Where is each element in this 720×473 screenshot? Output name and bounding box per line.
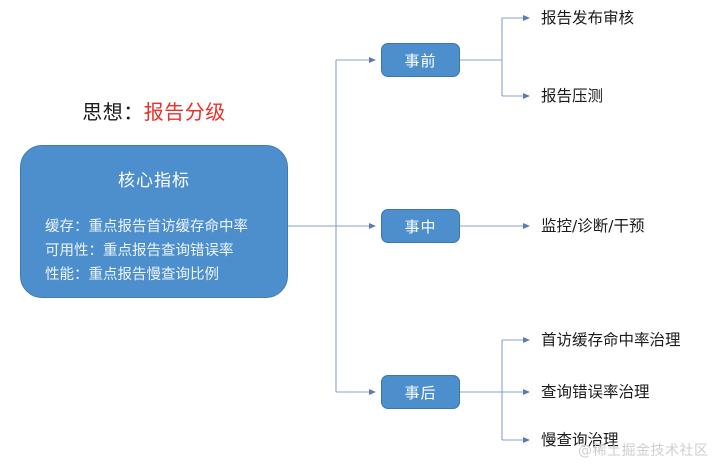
leaf-label: 慢查询治理 bbox=[541, 431, 619, 449]
heading-label: 思想： bbox=[82, 100, 144, 124]
core-metrics-title: 核心指标 bbox=[118, 171, 190, 191]
heading-value: 报告分级 bbox=[143, 100, 226, 124]
stage-node-during[interactable]: 事中 bbox=[381, 209, 460, 243]
leaf-label: 监控/诊断/干预 bbox=[541, 217, 645, 235]
diagram-heading: 思想：报告分级 bbox=[20, 99, 288, 125]
core-metrics-line: 性能：重点报告慢查询比例 bbox=[45, 267, 219, 283]
stage-node-after[interactable]: 事后 bbox=[381, 375, 460, 409]
core-metrics-line: 可用性：重点报告查询错误率 bbox=[45, 243, 234, 259]
core-metrics-list: 缓存：重点报告首访缓存命中率 可用性：重点报告查询错误率 性能：重点报告慢查询比… bbox=[33, 215, 283, 287]
core-metrics-line: 缓存：重点报告首访缓存命中率 bbox=[45, 219, 248, 235]
core-metrics-card[interactable]: 核心指标 缓存：重点报告首访缓存命中率 可用性：重点报告查询错误率 性能：重点报… bbox=[20, 145, 288, 298]
stage-node-before[interactable]: 事前 bbox=[381, 43, 460, 77]
leaf-label: 报告压测 bbox=[541, 87, 604, 105]
watermark: @稀土掘金技术社区 bbox=[578, 443, 709, 459]
leaf-label: 首访缓存命中率治理 bbox=[541, 331, 681, 349]
leaf-label: 报告发布审核 bbox=[541, 9, 635, 27]
leaf-label: 查询错误率治理 bbox=[541, 383, 650, 401]
